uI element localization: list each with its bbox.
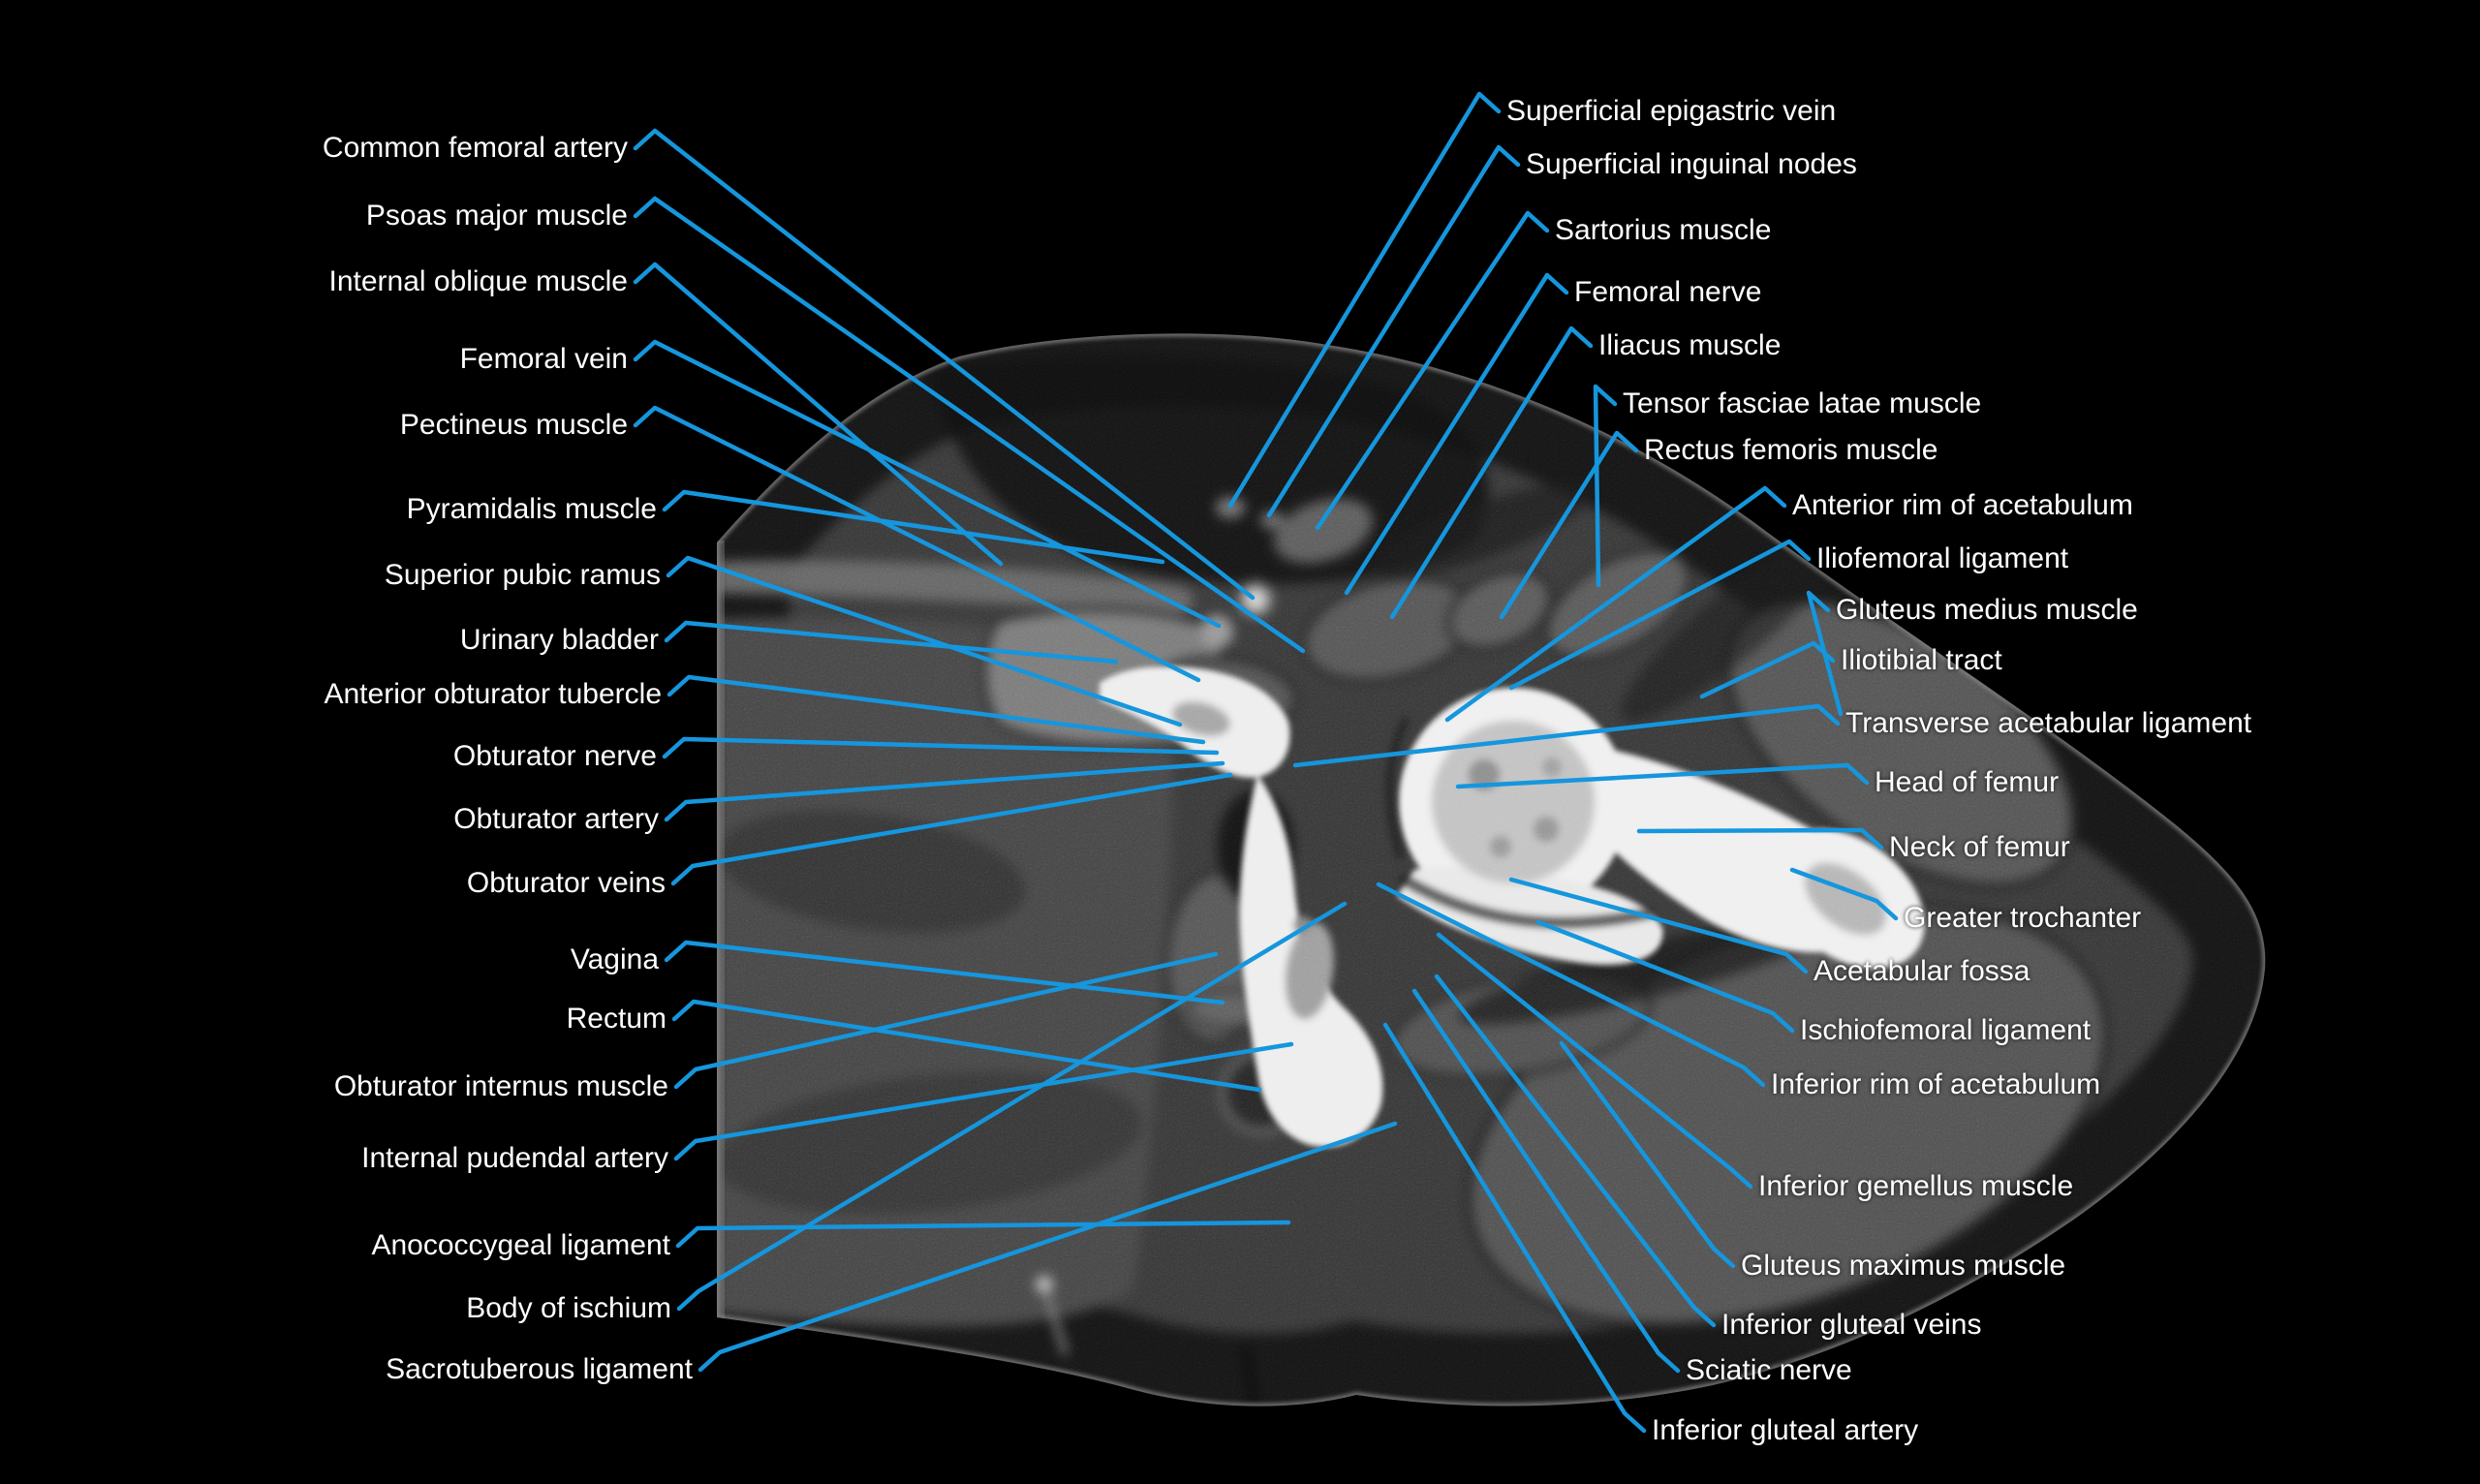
label-inferior-rim-of-acetabulum: Inferior rim of acetabulum [1771,1068,2101,1100]
leader-line-greater-trochanter [1789,867,1899,921]
label-femoral-vein: Femoral vein [459,343,628,375]
leader-line-vagina [664,940,1225,1005]
leader-line-gluteus-maximus-muscle [1559,1040,1736,1269]
leader-line-acetabular-fossa [1508,877,1809,974]
label-gluteus-medius-muscle: Gluteus medius muscle [1836,594,2138,626]
leader-line-rectum [671,999,1262,1093]
label-ischiofemoral-ligament: Ischiofemoral ligament [1800,1014,2092,1046]
label-inferior-gemellus-muscle: Inferior gemellus muscle [1758,1170,2074,1202]
label-neck-of-femur: Neck of femur [1889,831,2070,863]
label-internal-oblique-muscle: Internal oblique muscle [328,265,628,297]
label-rectum: Rectum [566,1003,666,1035]
label-sartorius-muscle: Sartorius muscle [1555,214,1772,246]
leader-line-inferior-gluteal-artery [1382,1022,1647,1434]
label-common-femoral-artery: Common femoral artery [322,132,628,164]
label-superficial-epigastric-vein: Superficial epigastric vein [1506,95,1837,127]
label-head-of-femur: Head of femur [1875,766,2060,798]
label-obturator-veins: Obturator veins [466,867,666,899]
label-urinary-bladder: Urinary bladder [459,624,659,656]
leader-line-common-femoral-artery [633,128,1256,601]
leader-line-urinary-bladder [664,620,1119,665]
label-psoas-major-muscle: Psoas major muscle [365,200,628,232]
leader-line-obturator-internus-muscle [673,951,1219,1090]
leader-line-superficial-epigastric-vein [1227,91,1502,509]
label-sciatic-nerve: Sciatic nerve [1686,1354,1852,1386]
label-obturator-artery: Obturator artery [453,803,659,835]
label-obturator-internus-muscle: Obturator internus muscle [333,1070,668,1102]
label-anterior-rim-of-acetabulum: Anterior rim of acetabulum [1792,489,2133,521]
label-iliacus-muscle: Iliacus muscle [1598,329,1782,361]
label-transverse-acetabular-ligament: Transverse acetabular ligament [1845,707,2252,739]
leader-line-obturator-nerve [662,736,1220,759]
leader-line-body-of-ischium [676,901,1348,1312]
leader-line-rectus-femoris-muscle [1499,430,1639,620]
label-anococcygeal-ligament: Anococcygeal ligament [371,1229,670,1261]
leader-line-neck-of-femur [1636,827,1884,850]
label-tensor-fasciae-latae-muscle: Tensor fasciae latae muscle [1623,387,1982,419]
leader-line-iliotibial-tract [1699,640,1836,699]
label-internal-pudendal-artery: Internal pudendal artery [361,1142,668,1174]
leader-line-sciatic-nerve [1411,988,1681,1374]
label-gluteus-maximus-muscle: Gluteus maximus muscle [1741,1250,2066,1282]
leader-line-iliofemoral-ligament [1508,539,1812,691]
leader-line-head-of-femur [1455,762,1870,789]
leader-line-anterior-rim-of-acetabulum [1444,485,1787,723]
leader-line-pectineus-muscle [633,405,1201,683]
leader-line-gluteus-medius-muscle [1806,590,1844,717]
leader-line-femoral-nerve [1344,272,1569,596]
leader-line-internal-oblique-muscle [633,262,1004,567]
label-iliofemoral-ligament: Iliofemoral ligament [1816,542,2069,574]
label-sacrotuberous-ligament: Sacrotuberous ligament [386,1353,693,1385]
label-pectineus-muscle: Pectineus muscle [399,409,628,441]
label-anterior-obturator-tubercle: Anterior obturator tubercle [324,678,662,710]
leader-line-inferior-rim-of-acetabulum [1376,881,1766,1088]
leader-line-inferior-gluteal-veins [1434,974,1717,1328]
label-iliotibial-tract: Iliotibial tract [1841,644,2002,676]
leader-line-anterior-obturator-tubercle [666,674,1206,745]
leader-line-tensor-fasciae-latae-muscle [1593,384,1618,588]
label-superior-pubic-ramus: Superior pubic ramus [384,559,661,591]
label-greater-trochanter: Greater trochanter [1904,902,2142,934]
leader-line-psoas-major-muscle [633,196,1306,654]
label-rectus-femoris-muscle: Rectus femoris muscle [1644,434,1938,466]
leader-line-sartorius-muscle [1315,210,1550,531]
label-inferior-gluteal-artery: Inferior gluteal artery [1652,1414,1919,1446]
label-acetabular-fossa: Acetabular fossa [1814,955,2030,987]
label-body-of-ischium: Body of ischium [466,1292,671,1324]
label-vagina: Vagina [570,943,659,975]
leader-line-obturator-artery [664,760,1225,822]
leader-line-internal-pudendal-artery [673,1041,1294,1161]
leader-line-superior-pubic-ramus [666,555,1183,727]
leader-line-iliacus-muscle [1389,325,1594,620]
label-obturator-nerve: Obturator nerve [452,740,657,772]
leader-line-femoral-vein [633,339,1222,629]
label-femoral-nerve: Femoral nerve [1574,276,1762,308]
label-pyramidalis-muscle: Pyramidalis muscle [406,493,657,525]
label-inferior-gluteal-veins: Inferior gluteal veins [1721,1309,1982,1341]
leader-line-pyramidalis-muscle [662,489,1165,565]
leader-line-obturator-veins [670,772,1233,886]
leader-line-superficial-inguinal-nodes [1266,144,1521,518]
leader-line-inferior-gemellus-muscle [1436,932,1753,1190]
leader-line-transverse-acetabular-ligament [1292,703,1841,768]
ct-crop-edge [717,541,725,1319]
leader-line-sacrotuberous-ligament [698,1121,1398,1373]
leader-line-ischiofemoral-ligament [1535,919,1795,1034]
label-superficial-inguinal-nodes: Superficial inguinal nodes [1526,148,1857,180]
